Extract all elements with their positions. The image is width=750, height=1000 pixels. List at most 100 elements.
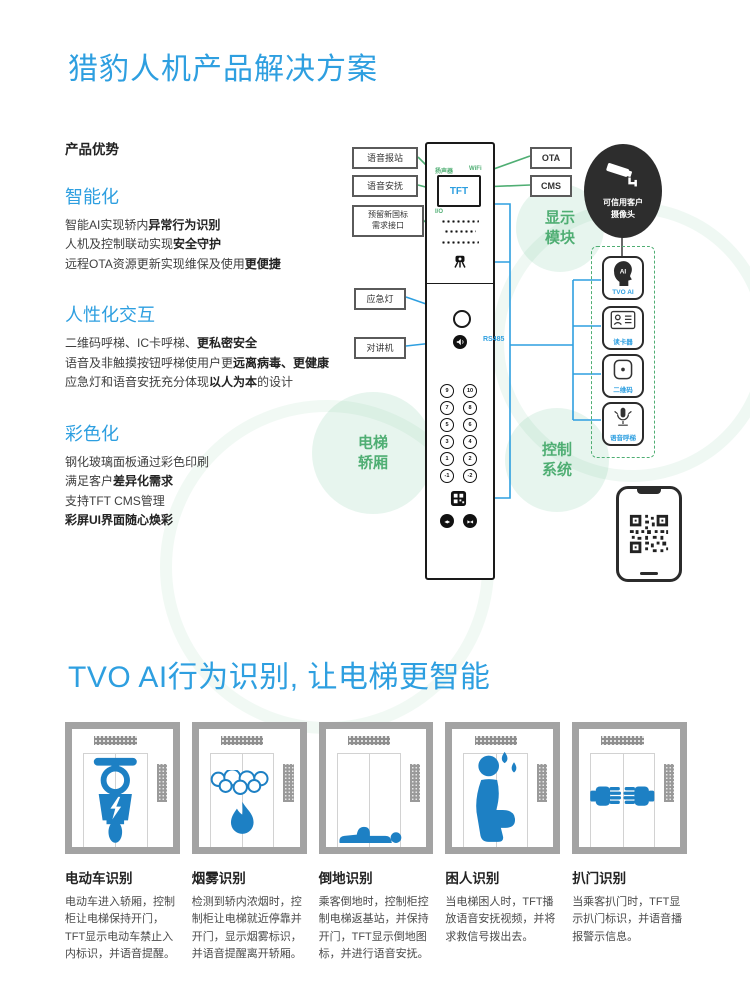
floor-display [220,736,264,746]
phone-home-bar [640,572,658,575]
floor-button-8[interactable]: 8 [463,401,477,415]
smartphone [616,486,682,582]
wifi-port-label: WiFi [469,166,482,172]
recognition-card: 扒门识别当乘客扒门时，TFT显示扒门标识，并语音播报警示信息。 [572,722,687,964]
rs485-bus-label: RS485 [483,336,505,343]
section-title: TVO AI行为识别, 让电梯更智能 [68,661,491,694]
card-description: 当乘客扒门时，TFT显示扒门标识，并语音播报警示信息。 [572,896,683,943]
tag-emergency-light: 应急灯 [354,288,406,311]
card-description: 电动车进入轿厢，控制柜让电梯保持开门，TFT显示电动车禁止入内标识，并语音提醒。 [65,896,175,961]
indicator-lights [444,228,476,233]
card-title: 扒门识别 [572,871,627,886]
advantage-title: 彩色化 [65,423,119,444]
emergency-light [453,310,471,328]
floor-button-2[interactable]: 2 [463,452,477,466]
advantage-lines: 智能AI实现轿内异常行为识别人机及控制联动实现安全守护远程OTA资源更新实现维保… [65,216,375,274]
advantage-section-humanized: 人性化交互 二维码呼梯、IC卡呼梯、更私密安全语音及非触摸按钮呼梯使用户更远离病… [65,301,375,392]
module-label: 语音呼梯 [610,435,636,442]
floor-display [94,736,137,746]
card-reader-icon [610,310,636,335]
speaker-port-label: 扬声器 [435,169,454,175]
advantage-title: 智能化 [65,187,119,207]
hall-button-panel [283,764,294,803]
indicator-lights [441,218,479,223]
hall-button-panel [663,764,674,803]
feature-line: 智能AI实现轿内异常行为识别 [65,218,221,232]
card-title: 困人识别 [445,871,500,886]
floor-button-9[interactable]: 9 [440,384,454,398]
floor-button-10[interactable]: 10 [463,384,477,398]
card-description: 检测到轿内浓烟时，控制柜让电梯就近停靠并开门，显示烟雾标识，并语音提醒离开轿厢。 [191,896,302,961]
module-card-reader: 读卡器 [602,306,644,350]
elevator-illustration [445,722,561,854]
intercom-button[interactable] [453,335,467,349]
scooter-icon [82,750,149,844]
qr-code-icon [612,358,634,386]
tft-screen: TFT [437,175,481,207]
door-open-button[interactable]: ◀▶ [440,514,454,528]
display-module-label: 显示模块 [544,209,575,247]
recognition-cards: 电动车识别电动车进入轿厢，控制柜让电梯保持开门，TFT显示电动车禁止入内标识，并… [65,722,687,964]
elevator-illustration [318,722,434,854]
floor-button-1[interactable]: 1 [440,452,454,466]
elevator-car-label: 电梯轿厢 [357,434,388,472]
recognition-card: 电动车识别电动车进入轿厢，控制柜让电梯保持开门，TFT显示电动车禁止入内标识，并… [65,722,180,964]
advantage-section-smart: 智能化 智能AI实现轿内异常行为识别人机及控制联动实现安全守护远程OTA资源更新… [65,183,375,274]
svg-text:AI: AI [620,269,627,276]
qr-scanner-icon [450,490,467,512]
elevator-doors [336,752,402,848]
advantage-section-colorful: 彩色化 钢化玻璃面板通过彩色印刷满足客户差异化需求支持TFT CMS管理彩屏UI… [65,420,375,531]
door-close-button[interactable]: ▶◀ [463,514,477,528]
feature-line: 支持TFT CMS管理 [65,493,165,508]
tag-intercom: 对讲机 [354,337,406,360]
feature-line: 彩屏UI界面随心焕彩 [65,512,174,527]
tag-reserved-line2: 需求接口 [372,220,404,230]
feature-line: 满足客户差异化需求 [65,474,174,489]
tag-reserved-line1: 预留新国标 [368,210,408,219]
floor-button-5[interactable]: 5 [440,418,454,432]
floor-button-7[interactable]: 7 [440,401,454,415]
card-description: 当电梯困人时，TFT播放语音安抚视频，并将求救信号拨出去。 [445,896,556,943]
floor-display [347,736,391,746]
module-label: 读卡器 [613,339,633,346]
voice-mic-icon [612,406,634,435]
card-title: 电动车识别 [65,871,133,886]
card-description: 乘客倒地时，控制柜控制电梯返基站，并保持开门，TFT显示倒地图标，并进行语音安抚… [318,896,429,961]
floor-display [601,736,644,746]
advantage-lines: 二维码呼梯、IC卡呼梯、更私密安全语音及非触摸按钮呼梯使用户更远离病毒、更健康应… [65,334,375,392]
advantage-title: 人性化交互 [65,305,155,326]
feature-line: 语音及非触摸按钮呼梯使用户更远离病毒、更健康 [65,355,330,370]
module-ai-head: AI TVO AI [602,256,644,300]
display-modules-group [591,246,655,458]
tag-ota: OTA [530,147,572,170]
module-voice-mic: 语音呼梯 [602,402,644,446]
feature-line: 应急灯和语音安抚充分体现以人为本的设计 [65,375,294,390]
module-label: TVO AI [612,289,634,296]
ai-head-icon: AI [611,260,635,291]
elevator-doors [209,752,275,848]
elevator-illustration [191,722,307,854]
feature-line: 二维码呼梯、IC卡呼梯、更私密安全 [65,336,258,351]
recognition-card: 困人识别当电梯困人时，TFT播放语音安抚视频，并将求救信号拨出去。 [445,722,561,964]
floor-button-6[interactable]: 6 [463,418,477,432]
page-title: 猎豹人机产品解决方案 [68,53,378,86]
card-title: 倒地识别 [318,871,373,886]
panel-camera-icon [451,254,469,277]
trapped-person-icon [462,750,529,844]
recognition-card: 倒地识别乘客倒地时，控制柜控制电梯返基站，并保持开门，TFT显示倒地图标，并进行… [318,722,434,964]
floor-button-4[interactable]: 4 [463,435,477,449]
door-pry-icon [589,750,656,844]
elevator-illustration [572,722,687,854]
recognition-card: 烟雾识别检测到轿内浓烟时，控制柜让电梯就近停靠并开门，显示烟雾标识，并语音提醒离… [191,722,307,964]
floor-button-3[interactable]: 3 [440,435,454,449]
floor-button--2[interactable]: -2 [463,469,477,483]
elevator-car-circle: 电梯轿厢 [312,392,434,514]
indicator-lights [441,239,479,244]
advantages-column: 产品优势 智能化 智能AI实现轿内异常行为识别人机及控制联动实现安全守护远程OT… [65,138,375,557]
tag-voice-comfort: 语音安抚 [352,175,418,198]
tag-reserved-interface: 预留新国标 需求接口 [352,205,424,237]
floor-button--1[interactable]: -1 [440,469,454,483]
